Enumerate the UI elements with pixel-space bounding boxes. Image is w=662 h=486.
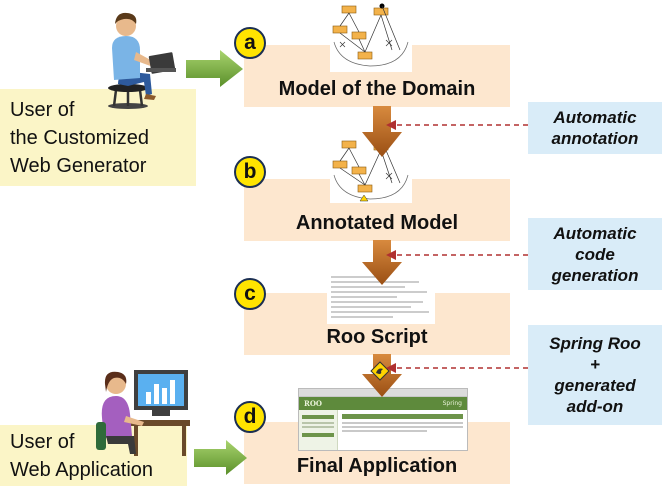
spring-roo-logo	[370, 361, 390, 381]
app-header: ROO Spring	[299, 397, 467, 410]
note-spring-roo-addon: Spring Roo + generated add-on	[528, 325, 662, 425]
stage-c-box: Roo Script	[244, 293, 510, 355]
user-generator-label: User of the Customized Web Generator	[0, 89, 196, 186]
user-1-line-1: User of	[10, 99, 75, 121]
badge-c: c	[234, 278, 266, 310]
user-webapp-label: User of Web Application	[0, 425, 187, 486]
user-2-line-2: Web Application	[10, 459, 154, 481]
note-1-line-1: Automatic	[553, 108, 637, 127]
person-computer-icon	[96, 370, 190, 456]
user-2-line-1: User of	[10, 431, 75, 453]
arrow-user-to-model	[186, 50, 243, 87]
stage-b-title: Annotated Model	[295, 212, 459, 234]
user-1-line-2: the Customized	[10, 127, 149, 149]
badge-d: d	[234, 401, 266, 433]
final-app-screenshot: ROO Spring	[298, 388, 468, 451]
note-3-line-3: generated	[554, 376, 636, 395]
stage-d-title: Final Application	[296, 455, 458, 477]
note-automatic-annotation: Automatic annotation	[528, 102, 662, 154]
app-brand: ROO	[304, 399, 323, 408]
dashed-arrows	[386, 120, 528, 373]
stage-c-title: Roo Script	[326, 326, 428, 348]
arrow-b-to-c	[362, 240, 402, 285]
badge-a: a	[234, 27, 266, 59]
note-1-line-2: annotation	[551, 129, 639, 148]
stage-a-title: Model of the Domain	[278, 78, 476, 100]
person-laptop-icon	[108, 12, 176, 109]
note-3-line-2: +	[590, 355, 600, 374]
arrow-user-to-app	[194, 440, 247, 475]
note-2-line-1: Automatic	[553, 223, 637, 243]
note-automatic-code-generation: Automatic code generation	[528, 218, 662, 290]
note-3-line-1: Spring Roo	[549, 334, 641, 353]
app-content	[338, 410, 467, 450]
user-1-line-3: Web Generator	[10, 155, 147, 177]
note-3-line-4: add-on	[566, 397, 624, 416]
domain-model-thumbnail	[330, 2, 412, 72]
app-spring-label: Spring	[442, 400, 462, 407]
note-2-line-2: code	[575, 244, 615, 264]
arrow-a-to-b	[362, 106, 402, 157]
note-2-line-3: generation	[551, 265, 639, 285]
badge-b: b	[234, 156, 266, 188]
app-sidebar	[299, 410, 338, 450]
